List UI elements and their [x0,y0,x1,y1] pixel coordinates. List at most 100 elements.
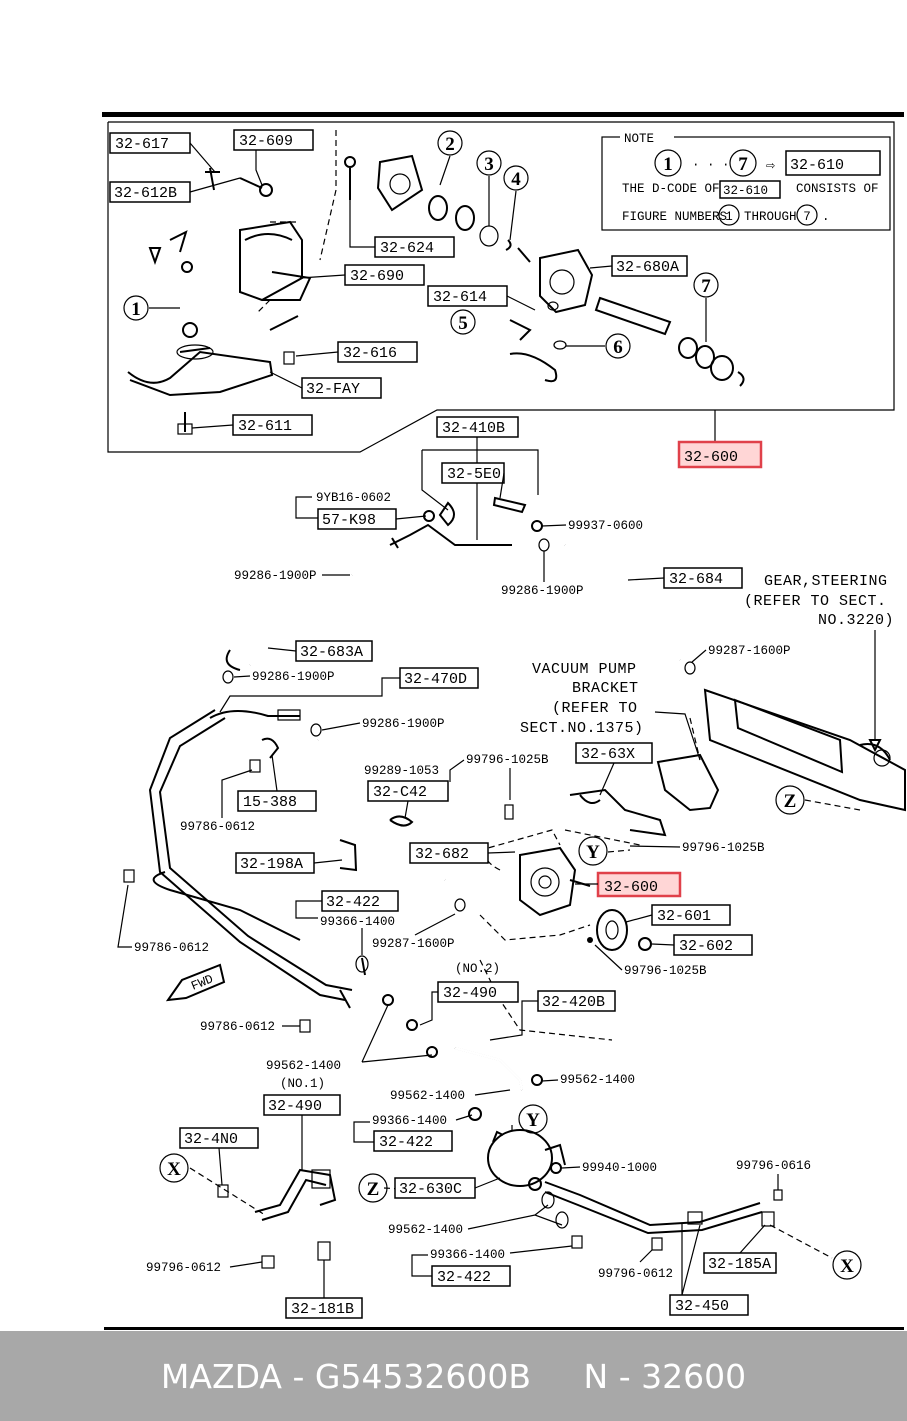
label-32-4n0: 32-4N0 [184,1131,238,1148]
label-99289-1053: 99289-1053 [364,764,439,778]
label-32-600-main: 32-600 [604,879,658,896]
footer-separator-2: - [608,1356,642,1396]
footer-brand: MAZDA [160,1356,282,1396]
detail-labels: 32-617 32-609 32-612B 32-624 32-690 32-6… [109,129,688,436]
label-99286-1900p-d: 99286-1900P [362,717,445,731]
label-32-614: 32-614 [433,289,487,306]
label-99287-1600p-b: 99287-1600P [372,937,455,951]
detail-frame [107,121,895,453]
gear-line-1: GEAR,STEERING [764,573,888,590]
label-32-490-b: 32-490 [268,1098,322,1115]
note-box: NOTE 1 · · · 7 ⇨ 32-610 THE D-CODE OF 32… [601,130,891,231]
label-57-k98: 57-K98 [322,512,376,529]
part-number-footer: MAZDA - G54532600B N - 32600 [0,1331,907,1421]
main-labels: 32-410B 32-5E0 9YB16-0602 57-K98 99937-0… [117,416,894,1319]
label-32-600-top: 32-600 [684,449,738,466]
label-99786-0612-a: 99786-0612 [180,820,255,834]
vacuum-line-1: VACUUM PUMP [532,661,637,678]
label-32-490-a: 32-490 [443,985,497,1002]
diagram-svg: NOTE 1 · · · 7 ⇨ 32-610 THE D-CODE OF 32… [102,112,906,1330]
label-99796-0612-b: 99796-0612 [598,1267,673,1281]
label-32-611: 32-611 [238,418,292,435]
label-99562-1400-a: 99562-1400 [266,1059,341,1073]
footer-code: 32600 [641,1356,747,1396]
label-32-601: 32-601 [657,908,711,925]
label-99562-1400-c: 99562-1400 [560,1073,635,1087]
label-99286-1900p-b: 99286-1900P [501,584,584,598]
label-99562-1400-b: 99562-1400 [390,1089,465,1103]
callout-x-left: X [167,1159,181,1180]
note-line2-code: 32-610 [723,184,768,198]
label-32-600-top-highlight [677,440,763,469]
label-99786-0612-b: 99786-0612 [134,941,209,955]
vacuum-line-2: BRACKET [572,680,639,697]
note-arrow: ⇨ [766,158,775,175]
note-dots: · · · [692,158,730,172]
note-result-code: 32-610 [790,157,844,174]
callout-y-upper: Y [586,842,600,863]
main-assembly: FWD [123,496,906,1269]
gear-line-2: (REFER TO SECT. [744,593,887,610]
label-99366-1400-b: 99366-1400 [372,1114,447,1128]
detail-callouts: 2 3 4 1 5 6 7 [123,130,719,359]
label-32-617: 32-617 [115,136,169,153]
footer-separator-1: - [281,1356,315,1396]
label-32-410b: 32-410B [442,420,505,437]
label-32-684: 32-684 [669,571,723,588]
label-32-450: 32-450 [675,1298,729,1315]
label-9yb16-0602: 9YB16-0602 [316,491,391,505]
bottom-rule [104,1327,904,1330]
label-32-612b: 32-612B [114,185,177,202]
callout-7: 7 [701,276,711,297]
reference-callouts: Y Z Y X Z X [159,785,862,1280]
label-32-420b: 32-420B [542,994,605,1011]
vacuum-line-3: (REFER TO [552,700,638,717]
label-32-422-a: 32-422 [326,894,380,911]
note-line3-b: 7 [803,210,811,224]
label-32-682: 32-682 [415,846,469,863]
parts-diagram: NOTE 1 · · · 7 ⇨ 32-610 THE D-CODE OF 32… [102,112,906,1330]
label-99286-1900p-c: 99286-1900P [252,670,335,684]
footer-gap [531,1357,583,1396]
label-32-198a: 32-198A [240,856,303,873]
callout-y-lower: Y [526,1110,540,1131]
label-32-680a: 32-680A [616,259,679,276]
note-range-to: 7 [738,154,748,175]
note-line3-a: 1 [725,210,733,224]
label-15-388: 15-388 [243,794,297,811]
callout-x-right: X [840,1256,854,1277]
label-99796-1025b-b: 99796-1025B [682,841,765,855]
label-99562-1400-d: 99562-1400 [388,1223,463,1237]
callout-3: 3 [484,154,494,175]
label-99796-1025b-a: 99796-1025B [466,753,549,767]
label-32-470d: 32-470D [404,671,467,688]
label-32-683a: 32-683A [300,644,363,661]
label-99796-0616: 99796-0616 [736,1159,811,1173]
label-32-616: 32-616 [343,345,397,362]
note-line2-post: CONSISTS OF [796,182,879,196]
label-99366-1400-a: 99366-1400 [320,915,395,929]
label-32-63x: 32-63X [581,746,635,763]
label-no2: (NO.2) [455,962,500,976]
label-32-181b: 32-181B [291,1301,354,1318]
label-32-5e0: 32-5E0 [447,466,501,483]
label-99796-1025b-c: 99796-1025B [624,964,707,978]
label-no1: (NO.1) [280,1077,325,1091]
note-range-from: 1 [663,154,673,175]
label-32-690: 32-690 [350,268,404,285]
note-line3-mid: THROUGH [744,210,797,224]
note-line3-pre: FIGURE NUMBERS [622,210,727,224]
footer-code-prefix: N [583,1356,609,1396]
callout-2: 2 [445,134,455,155]
label-32-fay: 32-FAY [306,381,360,398]
label-32-422-c: 32-422 [437,1269,491,1286]
note-line2-pre: THE D-CODE OF [622,182,720,196]
label-99937-0600: 99937-0600 [568,519,643,533]
label-99286-1900p-a: 99286-1900P [234,569,317,583]
label-32-422-b: 32-422 [379,1134,433,1151]
label-32-185a: 32-185A [708,1256,771,1273]
callout-6: 6 [613,337,623,358]
vacuum-line-4: SECT.NO.1375) [520,720,644,737]
callout-4: 4 [511,169,521,190]
callout-z-lower: Z [367,1179,380,1200]
